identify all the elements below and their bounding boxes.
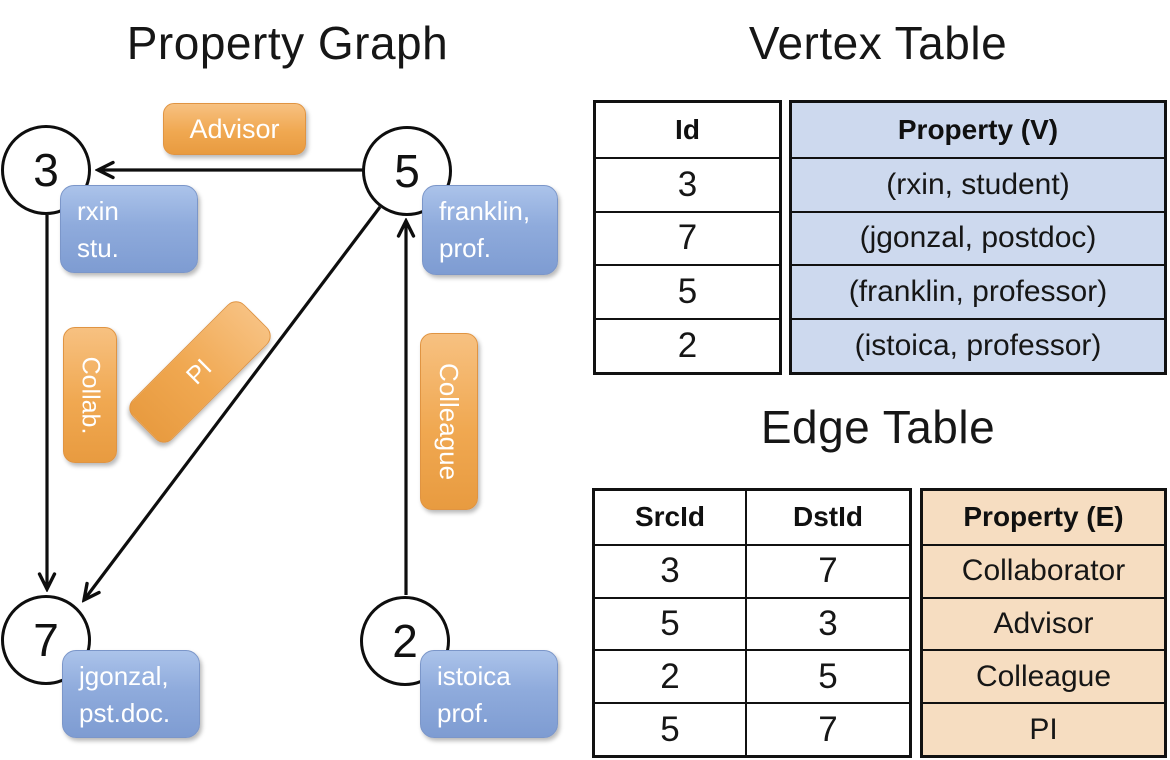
vertex-property-box-7-line2: pst.doc.: [79, 698, 171, 728]
vertex-table-id-cell: 2: [596, 318, 779, 372]
vertex-table-id-header: Id: [675, 113, 700, 145]
edge-table-property-cell: PI: [923, 702, 1164, 755]
vertex-table-title: Vertex Table: [748, 17, 1008, 69]
vertex-property-box-5-line1: franklin,: [439, 196, 531, 226]
edge-label-advisor: Advisor: [163, 103, 306, 155]
property-graph-title: Property Graph: [126, 17, 449, 69]
edge-table-property-cell: Advisor: [923, 596, 1164, 650]
edge-table-dstid-cell: 7: [745, 702, 909, 755]
vertex-property-box-7-line1: jgonzal,: [79, 661, 169, 691]
vertex-table-property-cell: (istoica, professor): [792, 318, 1164, 372]
edge-table-title: Edge Table: [760, 401, 996, 453]
edge-table-property-column: Property (E) Collaborator Advisor Collea…: [920, 488, 1167, 758]
edge-table-src-dst-columns: SrcId DstId 3 7 5 3 2 5 5 7: [592, 488, 912, 758]
edge-table-dstid-cell: 7: [745, 543, 909, 597]
vertex-property-box-2: istoica prof.: [420, 650, 558, 738]
vertex-table-id-cell: 5: [596, 264, 779, 318]
edge-table-dstid-header: DstId: [745, 491, 909, 544]
vertex-table-property-cell: (franklin, professor): [792, 264, 1164, 318]
vertex-table-property-cell: (jgonzal, postdoc): [792, 210, 1164, 265]
vertex-property-box-3-line2: stu.: [77, 233, 119, 263]
vertex-property-box-7: jgonzal, pst.doc.: [62, 650, 200, 738]
graph-node-7-id: 7: [33, 614, 59, 666]
edge-table-srcid-cell: 5: [595, 702, 745, 755]
vertex-table-id-cell: 7: [596, 210, 779, 265]
edge-label-collab-text: Collab.: [76, 356, 105, 434]
edge-table-property-header: Property (E): [963, 501, 1124, 533]
edge-table-srcid-cell: 2: [595, 649, 745, 702]
edge-label-collab: Collab.: [63, 327, 117, 463]
graph-node-2-id: 2: [392, 615, 418, 667]
edge-label-pi-text: PI: [181, 353, 218, 390]
graph-edges-layer: [0, 0, 585, 760]
edge-table-property-cell: Collaborator: [923, 543, 1164, 597]
edge-table-property-cell: Colleague: [923, 649, 1164, 702]
vertex-property-box-2-line2: prof.: [437, 698, 490, 728]
edge-table-srcid-cell: 3: [595, 543, 745, 597]
edge-label-colleague: Colleague: [420, 333, 478, 510]
edge-table-dstid-cell: 5: [745, 649, 909, 703]
vertex-table-property-header: Property (V): [897, 113, 1059, 145]
edge-label-colleague-text: Colleague: [434, 362, 465, 481]
vertex-property-box-3-line1: rxin: [77, 196, 119, 226]
vertex-table-property-cell: (rxin, student): [792, 156, 1164, 211]
edge-pi-arrow-5-to-7: [84, 206, 382, 600]
vertex-table-id-cell: 3: [596, 156, 779, 211]
edge-table-dstid-cell: 3: [745, 596, 909, 650]
vertex-property-box-5-line2: prof.: [439, 233, 492, 263]
edge-table-srcid-cell: 5: [595, 596, 745, 650]
vertex-property-box-3: rxin stu.: [60, 185, 198, 273]
graph-node-2: 2: [360, 596, 450, 686]
vertex-property-box-2-line1: istoica: [437, 661, 511, 691]
graph-node-3-id: 3: [33, 144, 59, 196]
edge-label-advisor-text: Advisor: [189, 113, 280, 144]
graph-node-5-id: 5: [394, 145, 420, 197]
vertex-table-id-column: Id 3 7 5 2: [593, 100, 782, 375]
vertex-table-property-column: Property (V) (rxin, student) (jgonzal, p…: [789, 100, 1167, 375]
edge-table-srcid-header: SrcId: [634, 501, 706, 533]
vertex-property-box-5: franklin, prof.: [422, 185, 558, 275]
